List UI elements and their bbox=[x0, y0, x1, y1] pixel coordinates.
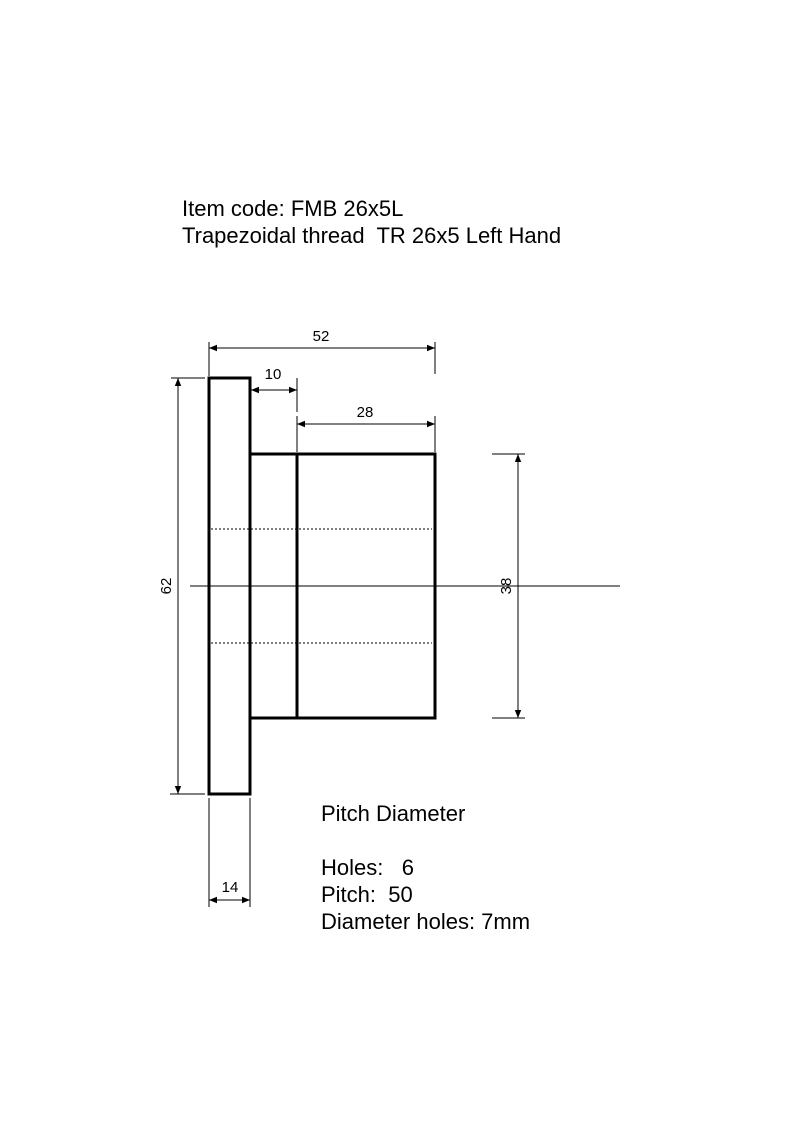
dim-52: 52 bbox=[313, 328, 330, 345]
holes-note: Holes: 6 bbox=[321, 855, 414, 880]
item-code: Item code: FMB 26x5L bbox=[182, 196, 404, 221]
dim-62: 62 bbox=[158, 578, 175, 595]
dim-38: 38 bbox=[498, 578, 515, 595]
pitch-note: Pitch: 50 bbox=[321, 882, 413, 907]
dim-28: 28 bbox=[357, 404, 374, 421]
diameter-holes-note: Diameter holes: 7mm bbox=[321, 909, 531, 934]
pitch-diameter-label: Pitch Diameter bbox=[321, 801, 466, 826]
dim-14: 14 bbox=[222, 879, 239, 896]
thread-spec: Trapezoidal thread TR 26x5 Left Hand bbox=[182, 223, 562, 248]
dim-10: 10 bbox=[265, 366, 282, 383]
